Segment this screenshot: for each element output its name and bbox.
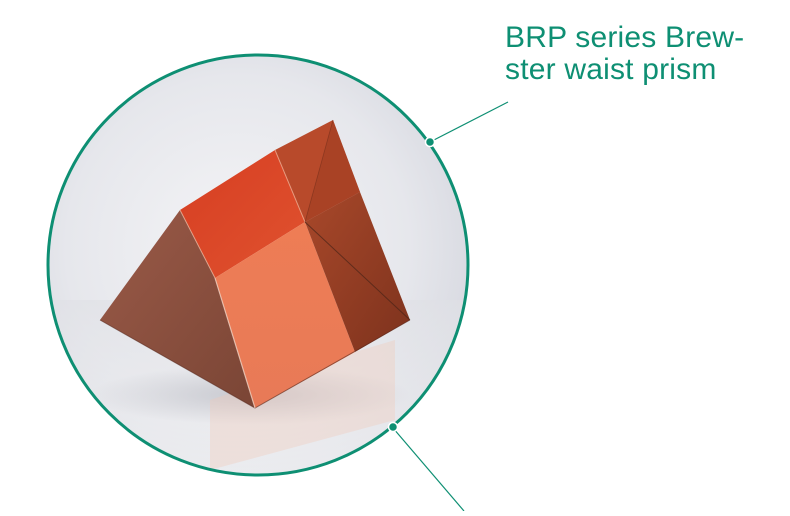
callout-line-bottom <box>392 427 465 512</box>
product-label: BRP series Brew- ster waist prism <box>505 22 775 86</box>
product-label-line-1: BRP series Brew- <box>505 21 745 54</box>
callout-dot-top <box>424 136 436 148</box>
product-circle-frame <box>46 53 470 477</box>
prism-side-face <box>305 192 410 352</box>
callout-dot-bottom <box>387 421 399 433</box>
prism <box>99 119 411 409</box>
product-label-line-2: ster waist prism <box>505 53 717 86</box>
prism-end-face <box>100 210 255 408</box>
prism-top-face <box>180 150 305 278</box>
prism-front-face <box>215 222 355 408</box>
product-photo <box>48 55 468 475</box>
callout-line-top <box>429 101 509 143</box>
